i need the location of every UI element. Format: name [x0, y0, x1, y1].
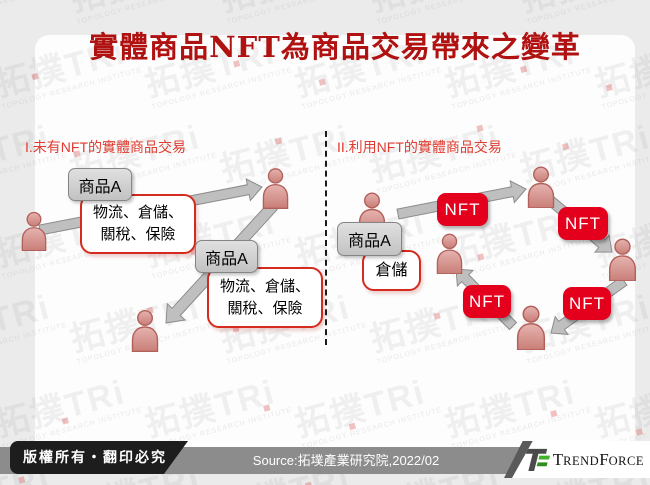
page-title: 實體商品NFT為商品交易帶來之變革 [89, 30, 581, 64]
product-box: 商品A [195, 240, 258, 273]
nft-token-box: NFT [437, 193, 488, 226]
costs-line: 物流、倉儲、 [92, 204, 183, 222]
costs-box: 物流、倉儲、 關稅、保險 [80, 194, 196, 254]
nft-token-box: NFT [463, 285, 511, 318]
costs-line: 物流、倉儲、 [219, 277, 310, 295]
product-box: 商品A [337, 222, 402, 256]
costs-line: 關稅、保險 [227, 299, 303, 317]
product-box: 商品A [68, 168, 132, 201]
section-divider [325, 131, 327, 345]
section-heading-without-nft: I.未有NFT的實體商品交易 [25, 139, 186, 155]
person-icon [436, 233, 463, 274]
person-icon [21, 211, 47, 251]
person-icon [516, 305, 546, 350]
person-icon [608, 238, 637, 281]
costs-box: 物流、倉儲、 關稅、保險 [207, 267, 323, 328]
person-icon [527, 166, 555, 208]
costs-line: 關稅、保險 [100, 226, 176, 243]
person-icon [131, 309, 159, 352]
section-heading-with-nft: II.利用NFT的實體商品交易 [337, 139, 502, 155]
person-icon [262, 168, 289, 209]
nft-token-box: NFT [558, 207, 608, 240]
nft-token-box: NFT [563, 287, 611, 320]
storage-box: 倉儲 [362, 250, 421, 291]
